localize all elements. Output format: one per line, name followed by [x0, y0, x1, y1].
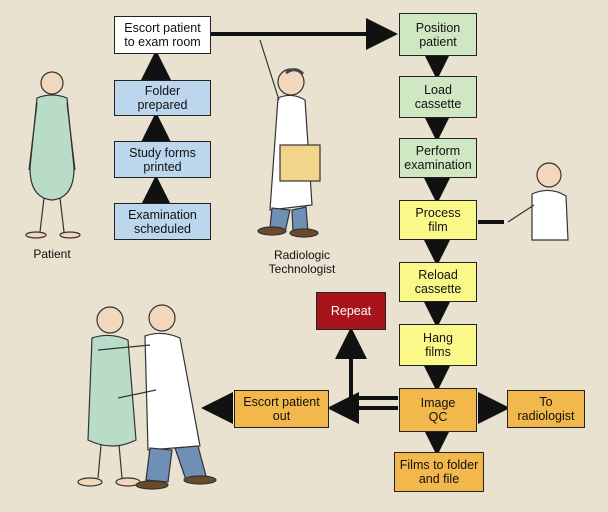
patient-figure [25, 71, 81, 239]
escort-patient-out-box: Escort patient out [234, 390, 329, 428]
repeat-label: Repeat [330, 304, 372, 318]
technologist-figure [257, 39, 321, 238]
study-forms-printed-label: Study forms printed [129, 145, 196, 174]
hang-films-label: Hang films [423, 331, 453, 359]
image-qc-label: Image QC [420, 396, 456, 424]
to-radiologist-label: To radiologist [517, 395, 575, 423]
study-forms-printed-box: Study forms printed [114, 141, 211, 178]
escort-to-exam-room-label: Escort patient to exam room [124, 21, 201, 49]
repeat-box: Repeat [316, 292, 386, 330]
folder-prepared-box: Folder prepared [114, 80, 211, 116]
hang-films-box: Hang films [399, 324, 477, 366]
examination-scheduled-label: Examination scheduled [128, 207, 197, 236]
escort-patient-figure [77, 304, 217, 490]
films-to-folder-box: Films to folder and file [394, 452, 484, 492]
process-film-box: Process film [399, 200, 477, 240]
folder-prepared-label: Folder prepared [137, 84, 188, 112]
films-to-folder-label: Films to folder and file [399, 458, 479, 486]
perform-examination-box: Perform examination [399, 138, 477, 178]
escort-patient-out-label: Escort patient out [243, 395, 320, 423]
processor-technician-figure [507, 162, 569, 241]
load-cassette-label: Load cassette [414, 83, 462, 111]
escort-to-exam-room-box: Escort patient to exam room [114, 16, 211, 54]
perform-examination-label: Perform examination [404, 144, 472, 172]
process-film-label: Process film [415, 206, 461, 234]
reload-cassette-label: Reload cassette [414, 268, 462, 296]
examination-scheduled-box: Examination scheduled [114, 203, 211, 240]
image-qc-box: Image QC [399, 388, 477, 432]
position-patient-label: Position patient [415, 20, 461, 49]
reload-cassette-box: Reload cassette [399, 262, 477, 302]
patient-caption: Patient [33, 247, 71, 261]
position-patient-box: Position patient [399, 13, 477, 56]
load-cassette-box: Load cassette [399, 76, 477, 118]
technologist-caption: Radiologic Technologist [268, 248, 336, 276]
to-radiologist-box: To radiologist [507, 390, 585, 428]
arrow-qc-to-repeat [335, 327, 398, 400]
